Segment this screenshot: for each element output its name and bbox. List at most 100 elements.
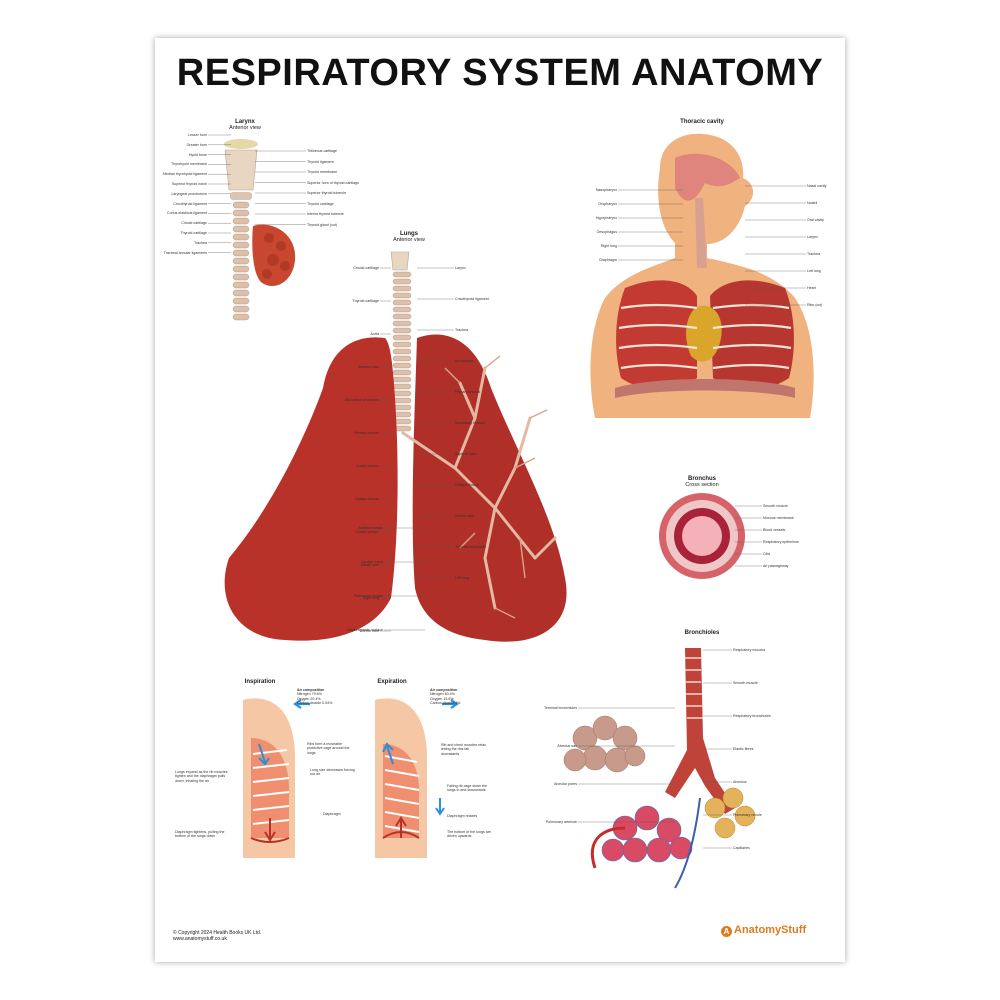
- thoracic-right-label: Ribs (cut): [807, 303, 823, 307]
- bronchus-right-label: Mucous membrane: [763, 516, 794, 520]
- expiration-air-nitrogen: Nitrogen 80.4%: [430, 692, 455, 697]
- inspiration-heading: Inspiration: [244, 679, 276, 685]
- bronchioles-left-label: Alveolar sac: [557, 744, 577, 748]
- thoracic-left-label: Right lung: [600, 244, 617, 248]
- larynx-left-label: Thyroid cartilage: [180, 231, 207, 235]
- larynx-illustration: [224, 139, 296, 321]
- bronchus-right-label: Respiratory epithelium: [763, 540, 799, 544]
- thoracic-right-label: Larynx: [807, 235, 818, 239]
- expiration-title: Expiration: [367, 679, 417, 685]
- larynx-left-label: Hyoid bone: [188, 152, 207, 157]
- bronchioles-right-label: Elastic fibres: [733, 747, 754, 751]
- bronchioles-right-label: Pulmonary venule: [733, 813, 762, 817]
- lungs-center-label: Diaphragmatic surface: [347, 628, 383, 632]
- lungs-left-label: Cricoid cartilage: [353, 266, 379, 270]
- larynx-left-label: Conus elasticus ligament: [167, 211, 207, 216]
- expiration-note-diaphragm: Diaphragm relaxes: [447, 814, 478, 818]
- lungs-left-label: Costal surface: [356, 464, 379, 468]
- lungs-right-label: Primary bronchi: [455, 390, 481, 394]
- inspiration-note-ribs: Ribs form a moveable protective cage aro…: [307, 742, 350, 755]
- lungs-left-label: Middle lobe: [360, 563, 379, 567]
- larynx-right-label: Thyroid cartilage: [307, 201, 334, 206]
- bronchioles-left-label: Pulmonary arteriole: [545, 820, 577, 824]
- shared-diaphragm-label: Diaphragm: [323, 812, 341, 816]
- lungs-left-label: Primary bronchi: [353, 431, 379, 435]
- lungs-center-label: Anterior margin: [358, 526, 383, 530]
- lungs-center-label: Cardiac notch: [360, 560, 383, 564]
- thoracic-title: Thoracic cavity: [667, 119, 737, 125]
- larynx-right-label: Thyroid gland (cut): [307, 222, 337, 227]
- expiration-note-lungsize: Lung size decreases forcing out air: [310, 768, 355, 777]
- breathing-illustration: [243, 698, 459, 858]
- larynx-left-label: Median thyrohyoid ligament: [163, 172, 207, 177]
- thoracic-left-label: Oropharynx: [598, 202, 617, 206]
- larynx-left-label: Thyrohyoid membrane: [171, 162, 207, 167]
- lungs-left-label: Aorta: [370, 332, 379, 336]
- larynx-left-label: Cricothyroid ligament: [173, 201, 207, 206]
- thoracic-left-label: Hypopharynx: [595, 216, 617, 220]
- lungs-left-label: Thyroid cartilage: [352, 299, 379, 303]
- thoracic-right-label: Left lung: [807, 269, 821, 273]
- larynx-left-label: Cricoid cartilage: [181, 221, 207, 226]
- expiration-note-bottom: The bottom of the lungs are driven upwar…: [447, 830, 491, 839]
- larynx-right-label: Superior horn of thyroid cartilage: [307, 180, 360, 185]
- lungs-right-label: Terminal bronchiole: [455, 545, 487, 549]
- bronchioles-left-label: Terminal bronchioles: [544, 706, 577, 710]
- lungs-right-label: Secondary bronchi: [455, 421, 485, 425]
- larynx-title: Larynx Anterior view: [215, 119, 275, 131]
- thoracic-right-label: Heart: [807, 286, 816, 290]
- bronchioles-right-label: Respiratory bronchioles: [733, 714, 771, 718]
- inspiration-note-diaphragm: Diaphragm tightens, pulling the bottom o…: [175, 830, 225, 839]
- bronchus-heading: Bronchus: [687, 476, 716, 482]
- lungs-left-label: Bifurcation of trachea: [345, 398, 379, 402]
- larynx-left-label: Greater horn: [186, 142, 207, 147]
- bronchus-illustration: [659, 493, 745, 579]
- lungs-left-label: Costal surface: [356, 530, 379, 534]
- inspiration-note-lungs: Lungs expand as the rib muscles tighten …: [175, 770, 228, 783]
- copyright: © Copyright 2024 Health Books UK Ltd. ww…: [173, 930, 261, 942]
- expiration-note-ribs: Rib and chest muscles relax, letting the…: [441, 743, 487, 756]
- bronchioles-right-label: Capillaries: [733, 846, 750, 850]
- thoracic-heading: Thoracic cavity: [680, 119, 724, 125]
- bronchus-right-label: Air passageway: [763, 564, 789, 568]
- larynx-right-label: Thyroid membrane: [307, 170, 338, 174]
- thoracic-left-label: Nasopharynx: [595, 188, 617, 192]
- thoracic-illustration: [590, 133, 814, 418]
- thoracic-left-label: Diaphragm: [599, 258, 617, 262]
- larynx-right-label: Superior thyroid tubercle: [307, 191, 347, 195]
- bronchioles-left-label: Alveolar pores: [554, 782, 577, 786]
- larynx-right-label: Inferior thyroid tubercle: [307, 212, 344, 216]
- expiration-air-co2: Carbon dioxide 4%: [430, 701, 461, 706]
- lungs-right-label: Oblique fissure: [455, 483, 479, 487]
- brand-name: AnatomyStuff: [734, 924, 807, 936]
- larynx-left-label: Lesser horn: [188, 133, 207, 137]
- lungs-left-label: Superior lobe: [357, 365, 379, 369]
- thoracic-right-label: Trachea: [807, 252, 821, 256]
- bronchus-title: Bronchus Cross section: [667, 476, 737, 488]
- inspiration-air-oxygen: Oxygen 20.4%: [297, 696, 321, 701]
- thoracic-right-label: Nostril: [807, 201, 818, 205]
- expiration-air-composition: Air composition Nitrogen 80.4% Oxygen 15…: [430, 688, 476, 706]
- larynx-left-label: Laryngeal prominence: [171, 191, 207, 196]
- poster-title: RESPIRATORY SYSTEM ANATOMY: [176, 52, 824, 94]
- larynx-right-label: Thyroid ligament: [307, 159, 334, 164]
- lungs-right-label: Larynx: [455, 266, 466, 270]
- bronchioles-heading: Bronchioles: [684, 630, 720, 636]
- larynx-left-label: Trachea: [193, 240, 207, 245]
- lungs-right-label: Bronchiolus: [455, 359, 474, 363]
- larynx-left-label: Tracheal annular ligaments: [163, 250, 207, 255]
- inspiration-air-co2: Carbon dioxide 0.04%: [297, 701, 333, 706]
- bronchioles-illustration: [563, 648, 756, 889]
- expiration-note-falling: Falling rib cage down the lungs in and d…: [447, 784, 487, 793]
- inspiration-air-composition: Air composition Nitrogen 79.6% Oxygen 20…: [297, 688, 343, 706]
- lungs-center-label: Pulmonary tongue: [353, 594, 383, 598]
- lungs-left-label: Inferior lobe: [360, 629, 379, 633]
- expiration-air-title: Air composition: [430, 688, 458, 692]
- bronchioles-right-label: Alveolus: [733, 780, 747, 784]
- thoracic-right-label: Nasal cavity: [807, 184, 827, 188]
- lungs-left-label: Right lung: [362, 596, 379, 600]
- lungs-right-label: Inferior lobe: [455, 514, 474, 518]
- lungs-heading: Lungs: [400, 231, 418, 237]
- thoracic-right-label: Oral cavity: [807, 218, 824, 222]
